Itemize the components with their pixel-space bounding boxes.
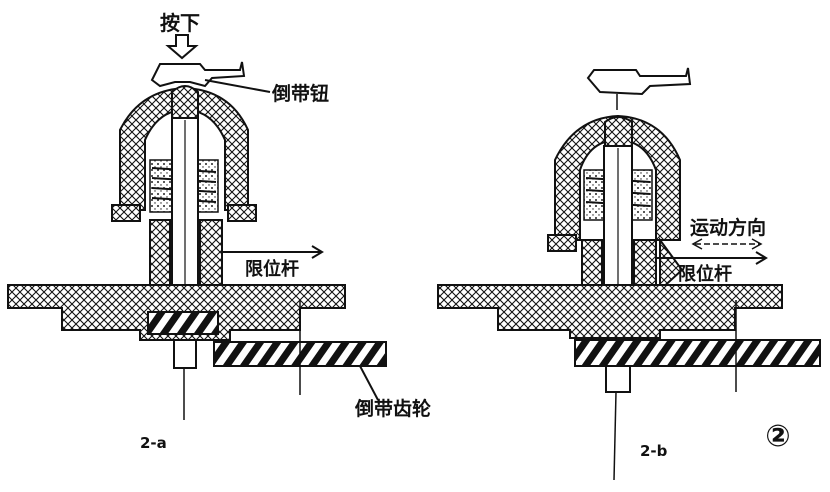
cap-housing-b bbox=[547, 114, 684, 293]
rewind-gear-b bbox=[574, 339, 821, 367]
limit-rod bbox=[222, 245, 324, 259]
caption-b: 2-b bbox=[640, 442, 668, 460]
motion-direction-arrows-icon bbox=[691, 238, 763, 250]
press-label: 按下 bbox=[160, 11, 200, 35]
rewind-button-lever bbox=[150, 61, 246, 88]
figure-number-text: ② bbox=[765, 419, 790, 454]
limit-rod-label-a: 限位杆 bbox=[245, 258, 299, 280]
figure-number: ② bbox=[765, 419, 790, 454]
cap-housing bbox=[111, 86, 257, 222]
central-shaft bbox=[171, 85, 199, 420]
rewind-gear-label: 倒带齿轮 bbox=[354, 397, 431, 420]
press-arrow-icon bbox=[165, 34, 199, 60]
limit-rod-label-b: 限位杆 bbox=[678, 263, 732, 285]
caption-a: 2-a bbox=[140, 434, 167, 452]
figure-b: 运动方向 限位杆 2-b bbox=[437, 67, 821, 481]
washer-a bbox=[147, 311, 219, 335]
rewind-button-lever-b bbox=[586, 67, 692, 96]
leader-line-rewind-gear bbox=[359, 365, 379, 401]
figure-a: 按下 倒带钮 bbox=[7, 11, 431, 452]
motion-direction-label: 运动方向 bbox=[690, 216, 766, 239]
leader-line-rewind-button bbox=[204, 79, 271, 93]
base-plate-b bbox=[437, 284, 783, 339]
rewind-button-label: 倒带钮 bbox=[271, 82, 329, 105]
